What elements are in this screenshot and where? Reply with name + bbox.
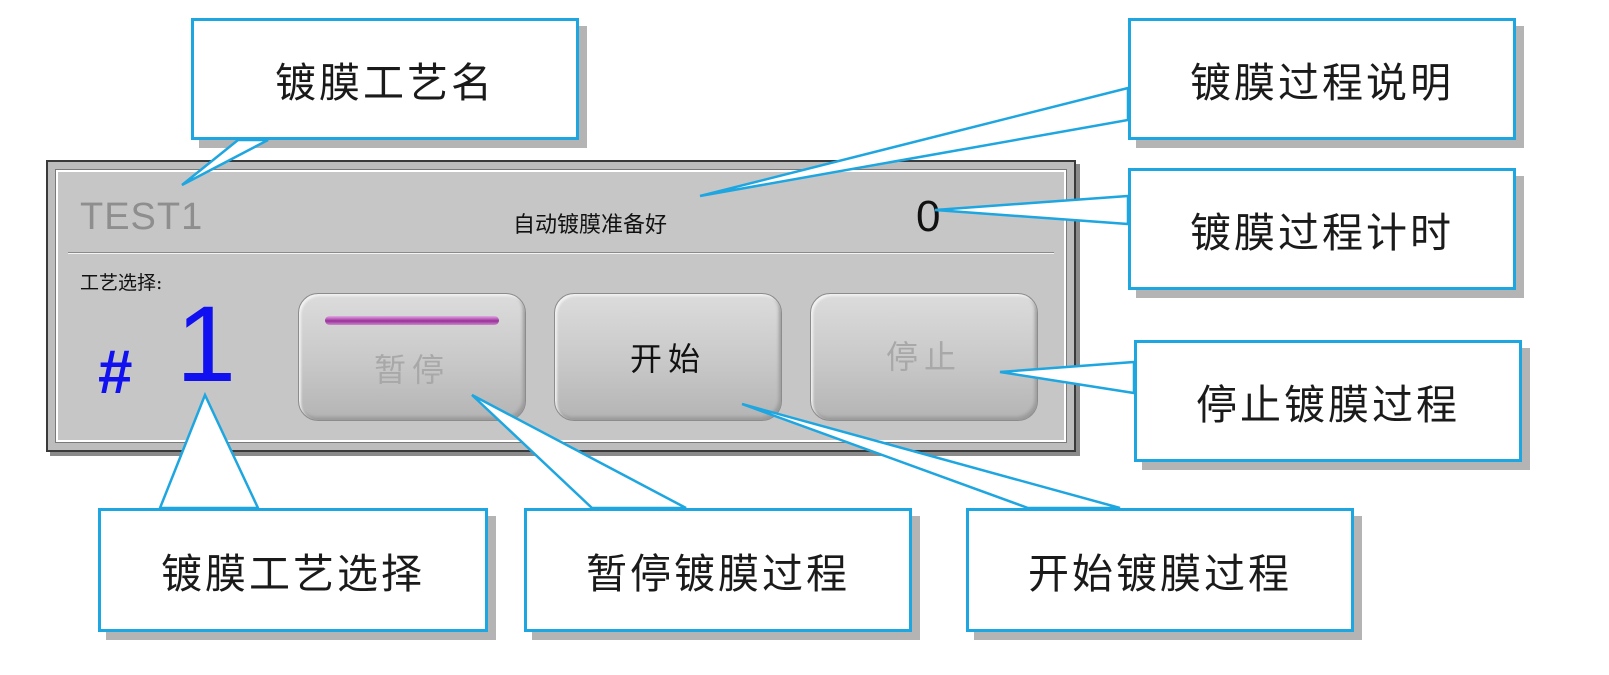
process-name: TEST1 bbox=[80, 196, 204, 238]
recipe-hash-symbol: # bbox=[98, 338, 133, 407]
process-timer: 0 bbox=[916, 192, 941, 241]
callout-recipe-select-text: 镀膜工艺选择 bbox=[161, 550, 425, 598]
callout-process-description: 镀膜过程说明 bbox=[1128, 18, 1516, 140]
process-description: 自动镀膜准备好 bbox=[513, 213, 668, 238]
coating-control-panel-inner: TEST1 自动镀膜准备好 0 工艺选择: # 1 暂停 开始 停止 bbox=[55, 169, 1067, 443]
callout-pause-process-text: 暂停镀膜过程 bbox=[586, 550, 850, 598]
callout-recipe-select: 镀膜工艺选择 bbox=[98, 508, 488, 632]
callout-pause-process: 暂停镀膜过程 bbox=[524, 508, 912, 632]
stop-button[interactable]: 停止 bbox=[810, 293, 1038, 421]
callout-process-name: 镀膜工艺名 bbox=[191, 18, 579, 140]
callout-stop-process: 停止镀膜过程 bbox=[1134, 340, 1522, 462]
recipe-select-label: 工艺选择: bbox=[80, 272, 163, 294]
callout-process-description-text: 镀膜过程说明 bbox=[1190, 59, 1454, 107]
coating-control-panel: TEST1 自动镀膜准备好 0 工艺选择: # 1 暂停 开始 停止 bbox=[46, 160, 1076, 452]
callout-stop-process-text: 停止镀膜过程 bbox=[1196, 381, 1460, 429]
pause-button-label: 暂停 bbox=[373, 351, 450, 389]
recipe-number-selector[interactable]: 1 bbox=[176, 283, 237, 404]
stop-button-label: 停止 bbox=[885, 338, 962, 376]
callout-start-process: 开始镀膜过程 bbox=[966, 508, 1354, 632]
start-button-label: 开始 bbox=[629, 340, 706, 378]
panel-divider bbox=[68, 252, 1054, 254]
start-button[interactable]: 开始 bbox=[554, 293, 782, 421]
callout-start-process-text: 开始镀膜过程 bbox=[1028, 550, 1292, 598]
callout-process-timer-text: 镀膜过程计时 bbox=[1190, 209, 1454, 257]
callout-process-timer: 镀膜过程计时 bbox=[1128, 168, 1516, 290]
pause-indicator-bar-icon bbox=[325, 316, 499, 325]
pause-button[interactable]: 暂停 bbox=[298, 293, 526, 421]
callout-process-name-text: 镀膜工艺名 bbox=[275, 59, 495, 107]
